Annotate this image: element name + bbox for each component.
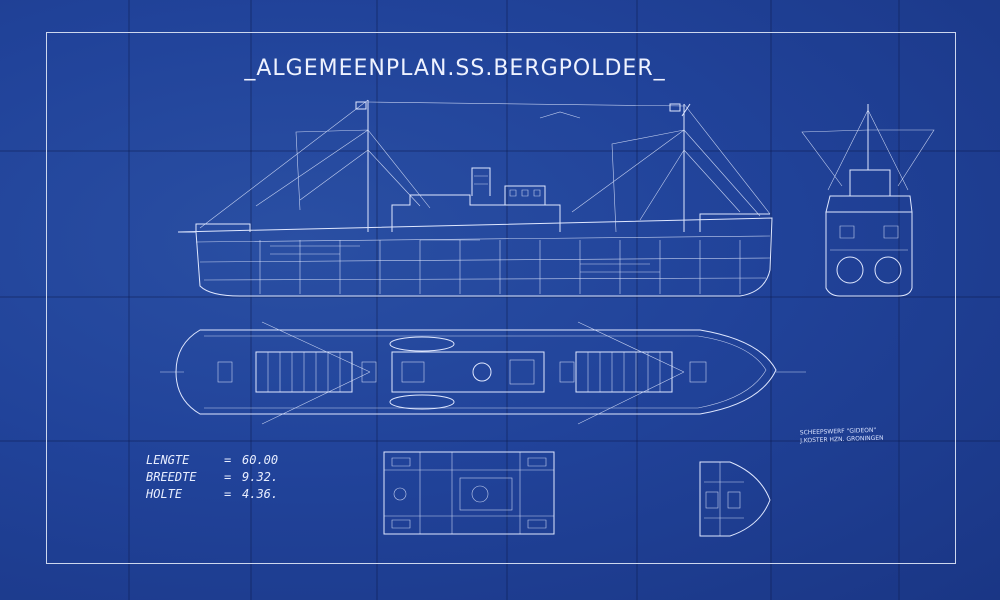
midship-house [391,351,545,393]
dimension-label: LENGTE [146,453,190,467]
wheelhouse [504,185,546,205]
fold-crease-vertical [250,0,252,600]
fold-crease-vertical [770,0,772,600]
end-view-hull [825,211,913,297]
fold-crease-horizontal [0,440,1000,442]
equals-sign: = [224,453,232,467]
dimension-label: BREEDTE [146,470,197,484]
fold-crease-horizontal [0,296,1000,298]
principal-dimensions: LENGTE = 60.00 BREEDTE = 9.32. HOLTE = 4… [146,452,278,503]
forecastle [699,213,770,232]
derricks-fore [571,103,771,233]
dimension-value: 9.32. [242,470,279,484]
accommodation-outline [383,451,555,535]
funnel [471,167,491,196]
dimension-value: 60.00 [242,453,279,467]
dimension-value: 4.36. [242,487,279,501]
shipyard-stamp: SCHEEPSWERF "GIDEON" J.KOSTER HZN. GRONI… [800,427,884,446]
forecastle-plan [699,461,771,537]
side-elevation [177,99,773,297]
deck-plan [160,321,806,425]
poop-deck [195,223,251,232]
hull-outline [177,217,773,297]
plan-derricks [261,321,685,425]
fold-crease-vertical [376,0,378,600]
end-view [801,104,935,297]
deck-outline [175,329,777,415]
foremast-pole [681,103,691,117]
drawing-title: _ALGEMEENPLAN.SS.BERGPOLDER_ [244,56,666,81]
fold-crease-vertical [898,0,900,600]
lifeboat-port [389,336,455,352]
dimension-row: LENGTE = 60.00 [146,452,278,469]
equals-sign: = [224,487,232,501]
dimension-label: HOLTE [146,487,183,501]
flag [355,101,367,110]
equals-sign: = [224,470,232,484]
fold-crease-horizontal [0,150,1000,152]
fold-crease-vertical [506,0,508,600]
dimension-row: HOLTE = 4.36. [146,486,278,503]
accommodation-plan [383,451,555,535]
fold-crease-vertical [128,0,130,600]
drawing-border [46,32,956,564]
lifeboat-starboard [389,394,455,410]
antenna-stay [367,101,685,107]
flag [669,103,681,112]
derricks-aft [199,99,431,229]
fold-crease-vertical [636,0,638,600]
frame-stations [259,240,741,294]
forecastle-outline [699,461,771,537]
dimension-row: BREEDTE = 9.32. [146,469,278,486]
